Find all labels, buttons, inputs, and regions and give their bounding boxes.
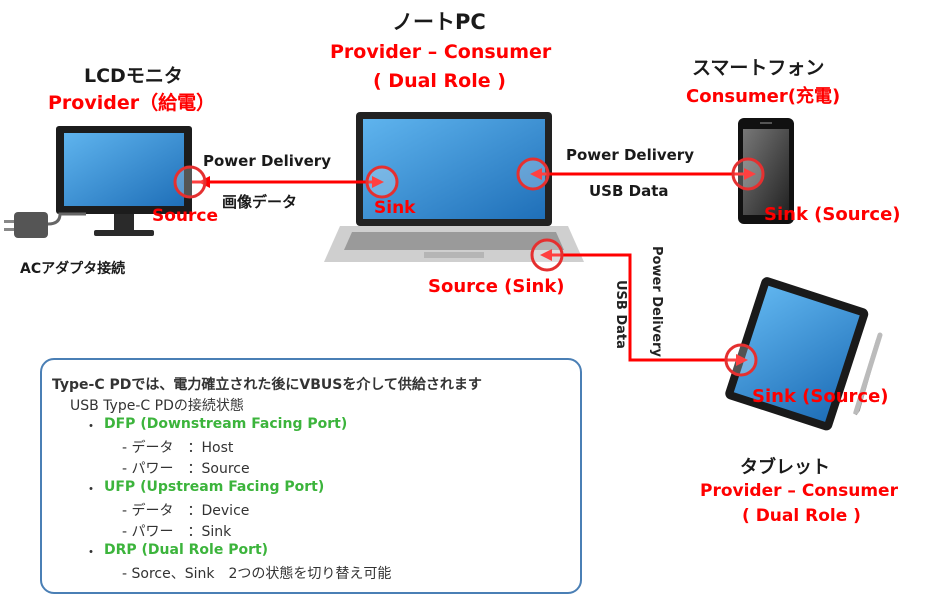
phone-link-data-label: USB Data	[589, 182, 669, 200]
tablet-title: タブレット	[740, 457, 830, 478]
dfp-bullet: ・	[84, 419, 98, 435]
smartphone-port-label: Sink (Source)	[764, 204, 901, 225]
tablet-link-power-label: Power Delivery	[649, 246, 664, 357]
laptop-role-dual: ( Dual Role )	[373, 70, 506, 92]
dfp-title: DFP (Downstream Facing Port)	[104, 416, 348, 432]
ufp-data-line: - データ ：Device	[122, 503, 250, 519]
laptop-left-port-circle	[365, 165, 399, 199]
monitor-title: LCDモニタ	[84, 65, 183, 87]
smartphone-title: スマートフォン	[692, 57, 825, 79]
tablet-role: Provider – Consumer	[700, 481, 898, 501]
laptop-bottom-port-circle	[530, 238, 564, 272]
tablet-role-dual: ( Dual Role )	[742, 506, 861, 526]
arrow-to-laptop-left	[372, 176, 384, 188]
arrow-to-tablet	[736, 354, 748, 366]
monitor-port-circle	[173, 165, 207, 199]
laptop-icon	[324, 112, 584, 262]
info-heading: Type-C PDでは、電力確立された後にVBUSを介して供給されます	[52, 377, 482, 393]
dfp-power-line: - パワー ：Source	[122, 461, 250, 477]
smartphone-role: Consumer(充電)	[686, 86, 841, 107]
monitor-link-power-label: Power Delivery	[203, 152, 331, 170]
laptop-port-sink-label: Sink	[374, 198, 416, 218]
ufp-bullet: ・	[84, 482, 98, 498]
arrow-to-phone	[744, 168, 756, 180]
monitor-link-data-label: 画像データ	[222, 193, 298, 211]
drp-line: - Sorce、Sink 2つの状態を切り替え可能	[122, 566, 392, 582]
tablet-port-circle	[724, 343, 758, 377]
tablet-link-data-label: USB Data	[613, 280, 628, 349]
tablet-port-label: Sink (Source)	[752, 386, 889, 407]
laptop-right-port-circle	[516, 157, 550, 191]
ac-adapter-icon	[4, 212, 86, 238]
tablet-laptop-line	[546, 253, 740, 362]
ac-adapter-label: ACアダプタ接続	[20, 261, 126, 277]
laptop-title: ノートPC	[392, 10, 486, 34]
connections	[192, 172, 752, 362]
ufp-title: UFP (Upstream Facing Port)	[104, 479, 325, 495]
drp-bullet: ・	[84, 545, 98, 561]
arrow-to-laptop-bottom	[540, 249, 552, 261]
ufp-power-line: - パワー ：Sink	[122, 524, 232, 540]
tablet-icon	[725, 277, 883, 431]
laptop-port-source-label: Source (Sink)	[428, 276, 565, 297]
laptop-role: Provider – Consumer	[330, 41, 552, 63]
phone-link-power-label: Power Delivery	[566, 146, 694, 164]
lcd-monitor-icon	[56, 126, 192, 236]
info-subheading: USB Type-C PDの接続状態	[70, 398, 244, 414]
phone-port-circle	[731, 157, 765, 191]
drp-title: DRP (Dual Role Port)	[104, 542, 269, 558]
monitor-port-source-label: Source	[152, 206, 219, 226]
arrow-to-laptop-right	[530, 168, 542, 180]
monitor-role: Provider（給電）	[48, 92, 216, 114]
info-box: Type-C PDでは、電力確立された後にVBUSを介して供給されます USB …	[40, 358, 582, 594]
dfp-data-line: - データ ：Host	[122, 440, 234, 456]
port-circles	[173, 157, 765, 377]
